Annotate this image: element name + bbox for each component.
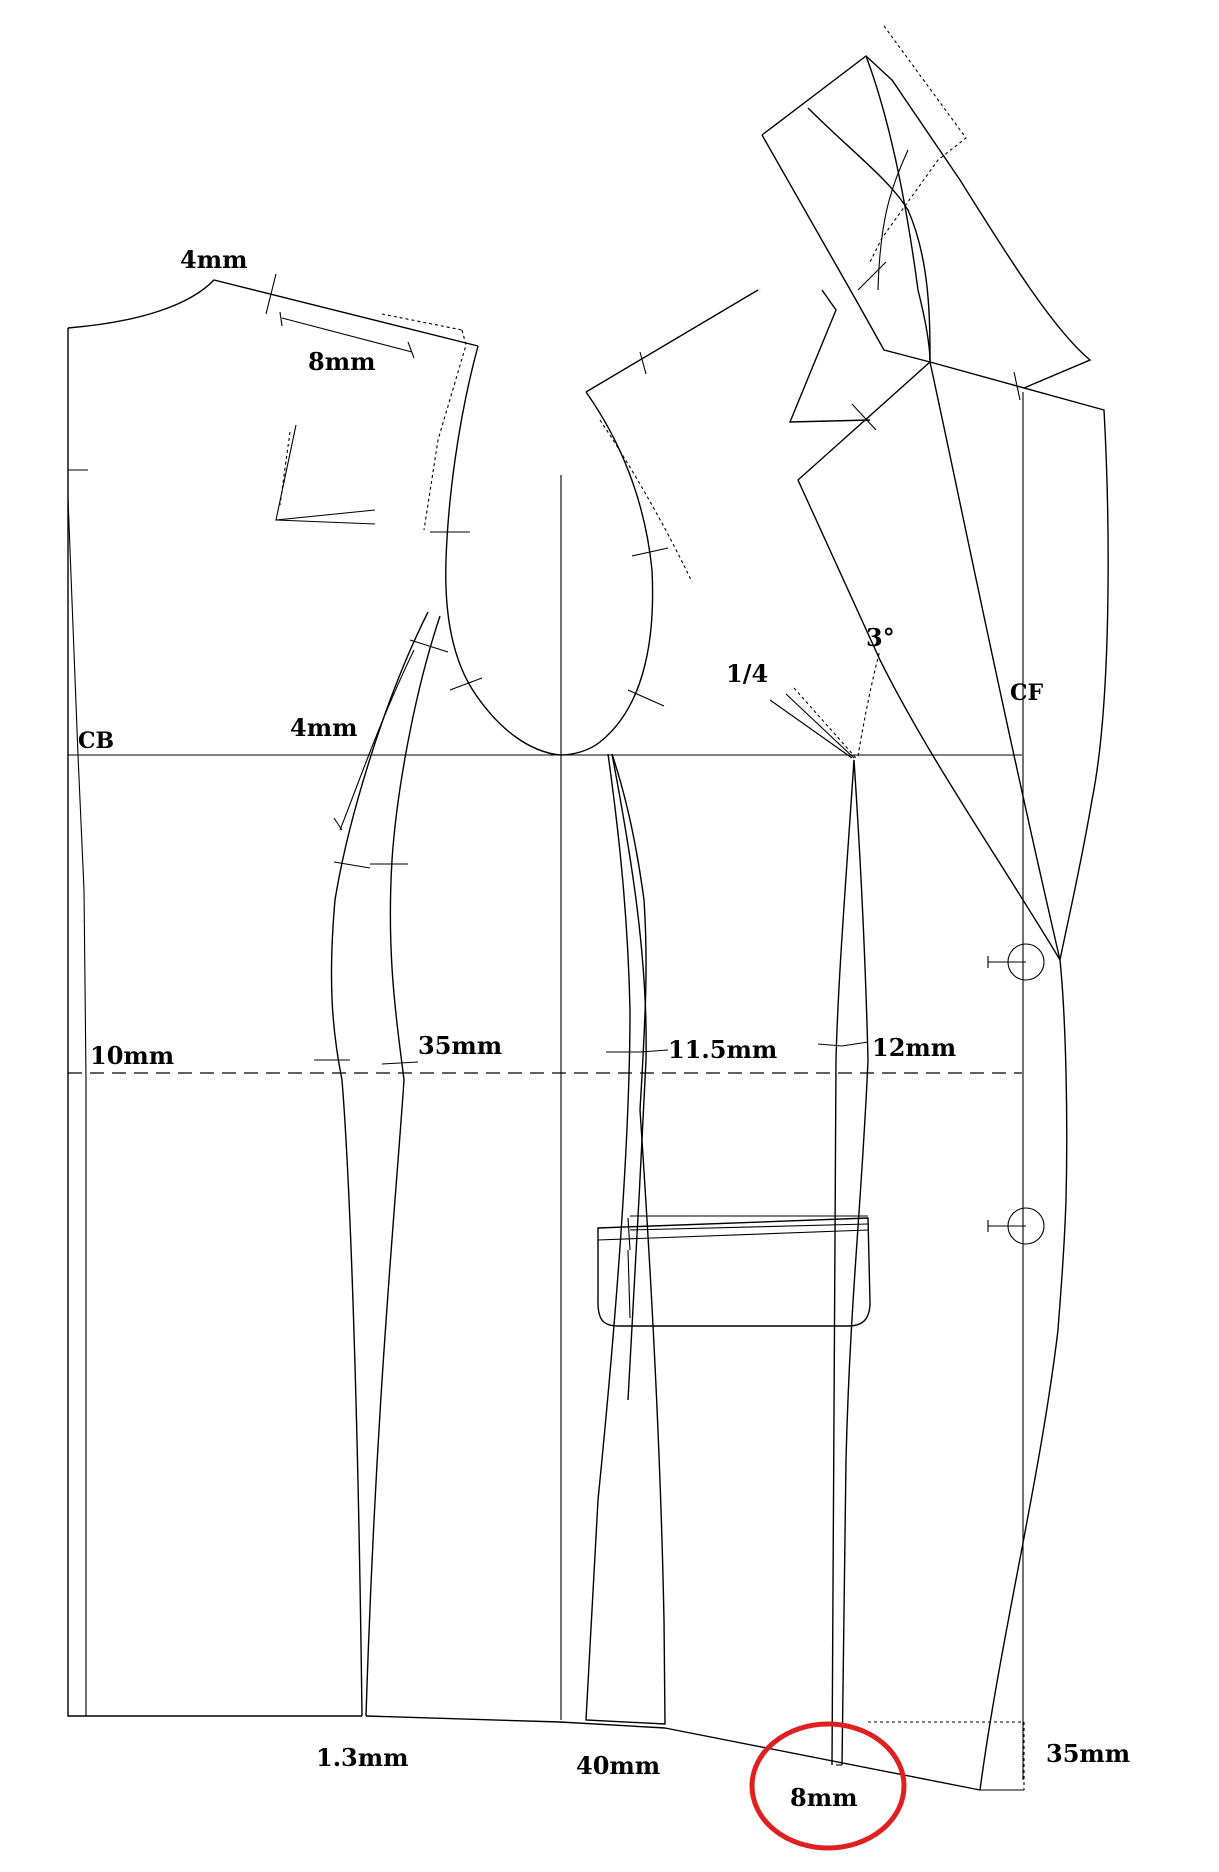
back-panel	[67, 273, 561, 1717]
label-side-front-waist: 11.5mm	[668, 1035, 777, 1064]
label-front-dart-waist: 12mm	[872, 1033, 956, 1062]
label-hem-front: 8mm	[790, 1783, 858, 1812]
label-hem-cf: 35mm	[1046, 1739, 1130, 1768]
label-hem-side: 40mm	[576, 1751, 660, 1780]
pocket-flap	[597, 1215, 871, 1327]
label-shoulder-dart: 8mm	[308, 347, 376, 376]
label-dart-fraction: 1/4	[726, 659, 768, 688]
front-armhole	[559, 289, 759, 756]
front-panel	[664, 25, 1109, 1791]
label-cb: CB	[78, 728, 114, 754]
label-hem-back: 1.3mm	[316, 1743, 409, 1772]
button-1	[987, 943, 1045, 981]
label-cf: CF	[1010, 680, 1044, 706]
label-back-waist: 10mm	[90, 1041, 174, 1070]
highlight-circle	[749, 1721, 907, 1851]
label-dart-angle: 3°	[866, 623, 895, 652]
button-2	[987, 1207, 1045, 1245]
label-shoulder-neck: 4mm	[180, 245, 248, 274]
label-back-side: 4mm	[290, 713, 358, 742]
side-front-panel	[585, 753, 669, 1725]
label-side-waist: 35mm	[418, 1031, 502, 1060]
side-panel	[314, 611, 666, 1729]
